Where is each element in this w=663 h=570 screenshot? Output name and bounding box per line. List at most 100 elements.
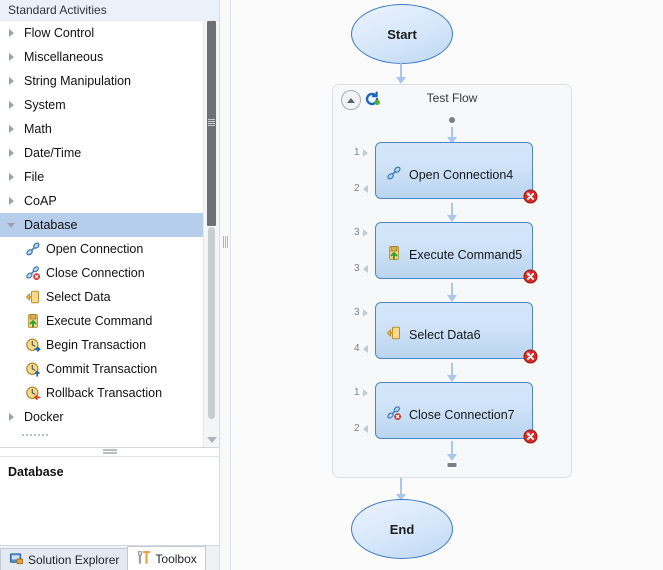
scrollbar-track-lower[interactable] xyxy=(208,227,215,419)
refresh-icon[interactable] xyxy=(363,90,381,108)
tree-vertical-scrollbar[interactable] xyxy=(203,21,219,447)
flow-title: Test Flow xyxy=(426,91,478,105)
activity-node-select-data6[interactable]: 3 4 Select Data6 xyxy=(354,302,538,364)
tab-label: Solution Explorer xyxy=(28,552,120,567)
chevron-right-icon[interactable] xyxy=(0,173,22,181)
activity-item-select-data[interactable]: Select Data xyxy=(0,285,203,309)
tab-solution-explorer[interactable]: Solution Explorer xyxy=(0,548,129,570)
chevron-right-icon[interactable] xyxy=(0,53,22,61)
vertical-splitter[interactable] xyxy=(220,0,231,570)
tree-item-math[interactable]: Math xyxy=(0,117,203,141)
scrollbar-thumb[interactable] xyxy=(207,21,216,226)
port-arrow-icon xyxy=(362,228,368,237)
chevron-right-icon[interactable] xyxy=(0,413,22,421)
plug-disconnect-icon xyxy=(22,265,44,281)
tree-item-coap[interactable]: CoAP xyxy=(0,189,203,213)
port-arrow-icon xyxy=(362,388,368,397)
chevron-down-icon[interactable] xyxy=(0,222,22,228)
tree-item-miscellaneous[interactable]: Miscellaneous xyxy=(0,45,203,69)
input-port[interactable]: 3 xyxy=(354,307,368,318)
port-arrow-icon xyxy=(362,148,368,157)
scrollbar-grip-icon xyxy=(208,119,215,126)
tree-item-system[interactable]: System xyxy=(0,93,203,117)
toolbox-header: Standard Activities xyxy=(0,0,219,21)
start-node[interactable]: Start xyxy=(351,4,453,64)
tree-item-label: Date/Time xyxy=(24,146,82,160)
tab-toolbox[interactable]: Toolbox xyxy=(127,546,206,570)
plug-connect-icon xyxy=(22,241,44,257)
output-port-label: 2 xyxy=(354,183,360,194)
chevron-right-icon[interactable] xyxy=(0,125,22,133)
connector-flow-to-end xyxy=(395,478,407,501)
tree-item-file[interactable]: File xyxy=(0,165,203,189)
activity-item-execute-command[interactable]: Execute Command xyxy=(0,309,203,333)
select-data-icon xyxy=(386,325,402,344)
port-arrow-icon xyxy=(362,184,368,193)
connector-a3-to-a4 xyxy=(446,363,458,382)
error-badge-icon[interactable] xyxy=(523,269,538,284)
chevron-right-icon[interactable] xyxy=(0,77,22,85)
connector-a4-to-flowend xyxy=(446,441,458,461)
error-badge-icon[interactable] xyxy=(523,429,538,444)
tree-item-database[interactable]: Database xyxy=(0,213,203,237)
input-port[interactable]: 1 xyxy=(354,147,368,158)
clock-begin-icon xyxy=(22,337,44,353)
output-port[interactable]: 3 xyxy=(354,263,368,274)
input-port[interactable]: 3 xyxy=(354,227,368,238)
input-port[interactable]: 1 xyxy=(354,387,368,398)
horizontal-splitter[interactable] xyxy=(0,448,219,457)
input-port-label: 1 xyxy=(354,387,360,398)
activity-item-close-connection[interactable]: Close Connection xyxy=(0,261,203,285)
chevron-right-icon[interactable] xyxy=(0,29,22,37)
port-arrow-icon xyxy=(362,308,368,317)
tree-item-string-manipulation[interactable]: String Manipulation xyxy=(0,69,203,93)
activity-item-rollback-transaction[interactable]: Rollback Transaction xyxy=(0,381,203,405)
tree-item-label: String Manipulation xyxy=(24,74,132,88)
chevron-right-icon[interactable] xyxy=(0,197,22,205)
activity-node-close-connection7[interactable]: 1 2 Close Connection7 xyxy=(354,382,538,444)
scroll-down-arrow-icon[interactable] xyxy=(207,437,217,443)
output-port[interactable]: 4 xyxy=(354,343,368,354)
activity-node-label: Close Connection7 xyxy=(409,407,515,422)
output-port-label: 2 xyxy=(354,423,360,434)
activity-item-open-connection[interactable]: Open Connection xyxy=(0,237,203,261)
tree-item-date-time[interactable]: Date/Time xyxy=(0,141,203,165)
output-port[interactable]: 2 xyxy=(354,423,368,434)
chevron-up-icon xyxy=(347,97,355,103)
description-title: Database xyxy=(8,465,64,479)
tree-item-flow-control[interactable]: Flow Control xyxy=(0,21,203,45)
tree-item-label: File xyxy=(24,170,45,184)
end-node[interactable]: End xyxy=(351,499,453,559)
activity-node-label: Select Data6 xyxy=(409,327,481,342)
tree-item-label: Database xyxy=(24,218,78,232)
activity-item-label: Rollback Transaction xyxy=(46,386,163,400)
tree-item-label: System xyxy=(24,98,66,112)
select-data-icon xyxy=(22,289,44,305)
execute-command-icon xyxy=(22,313,44,329)
tree-item-docker[interactable]: Docker xyxy=(0,405,203,429)
chevron-right-icon[interactable] xyxy=(0,101,22,109)
port-arrow-icon xyxy=(362,344,368,353)
activity-item-commit-transaction[interactable]: Commit Transaction xyxy=(0,357,203,381)
error-badge-icon[interactable] xyxy=(523,349,538,364)
tree-item-label: Miscellaneous xyxy=(24,50,104,64)
chevron-right-icon[interactable] xyxy=(0,149,22,157)
activity-item-begin-transaction[interactable]: Begin Transaction xyxy=(0,333,203,357)
activity-item-label: Open Connection xyxy=(46,242,144,256)
toolbox-icon xyxy=(136,550,151,568)
start-node-label: Start xyxy=(387,26,417,42)
connector-a2-to-a3 xyxy=(446,283,458,302)
end-node-label: End xyxy=(389,521,415,537)
input-port-label: 3 xyxy=(354,307,360,318)
collapse-button[interactable] xyxy=(341,90,361,110)
error-badge-icon[interactable] xyxy=(523,189,538,204)
solution-explorer-icon xyxy=(9,551,24,569)
output-port[interactable]: 2 xyxy=(354,183,368,194)
